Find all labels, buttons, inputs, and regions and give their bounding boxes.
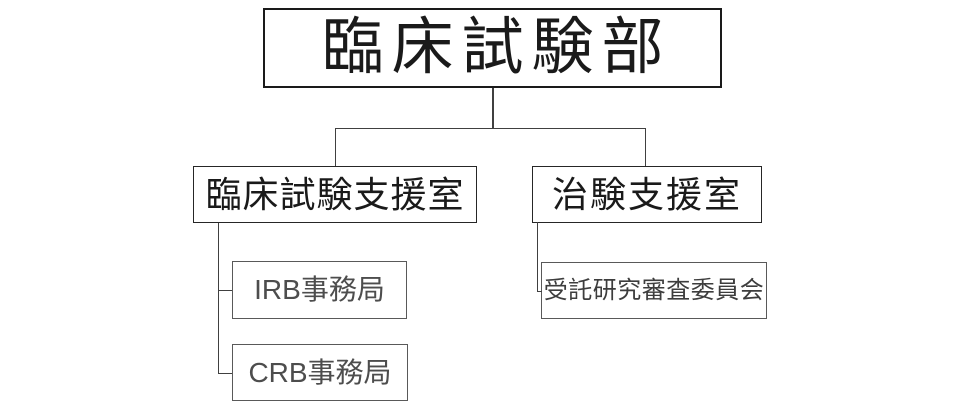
connector-drop-left-office — [335, 128, 336, 166]
org-node-clinical-trial-support-office: 臨床試験支援室 — [193, 166, 477, 223]
org-node-label: 臨床試験支援室 — [205, 173, 465, 215]
connector-left-subtree-spine — [218, 223, 219, 374]
connector-drop-right-office — [645, 128, 646, 166]
org-node-label: IRB事務局 — [254, 274, 385, 305]
connector-stub-irb — [218, 290, 232, 291]
org-node-irb-office: IRB事務局 — [232, 261, 407, 319]
org-node-contract-research-review-committee: 受託研究審査委員会 — [541, 262, 767, 319]
org-node-clinical-trials-department: 臨床試験部 — [263, 8, 722, 88]
org-node-label: 受託研究審査委員会 — [543, 276, 765, 304]
org-node-crb-office: CRB事務局 — [232, 344, 408, 401]
connector-right-subtree-spine — [537, 222, 538, 292]
org-node-label: 臨床試験部 — [321, 13, 672, 82]
org-node-label: CRB事務局 — [248, 356, 392, 388]
org-node-label: 治験支援室 — [551, 173, 742, 215]
connector-root-stem — [492, 88, 494, 129]
org-node-chiken-support-office: 治験支援室 — [532, 166, 762, 223]
connector-stub-committee — [537, 291, 542, 292]
connector-stub-crb — [218, 373, 232, 374]
connector-level2-bus — [335, 128, 646, 129]
